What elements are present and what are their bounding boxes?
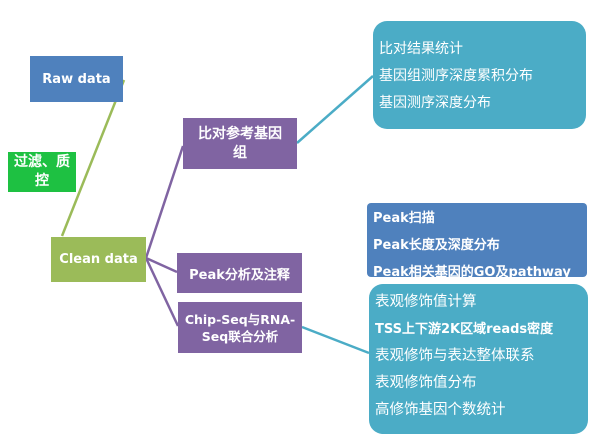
raw-data-label: Raw data xyxy=(42,71,111,87)
alignment-result-item: 基因测序深度分布 xyxy=(379,95,491,111)
reference-alignment-label-1: 比对参考基因 xyxy=(198,125,282,142)
raw-data-node: Raw data xyxy=(30,56,123,102)
peak-result-item: Peak长度及深度分布 xyxy=(373,238,500,253)
filter-qc-node: 过滤、质 控 xyxy=(8,152,76,192)
connector-chip-results xyxy=(301,325,370,355)
connector-clean-chip xyxy=(144,257,180,327)
filter-qc-label-2: 控 xyxy=(35,173,49,189)
chip-rna-label-1: Chip-Seq与RNA- xyxy=(184,311,296,327)
chip-rna-integration-node: Chip-Seq与RNA- Seq联合分析 xyxy=(178,302,302,353)
reference-alignment-node: 比对参考基因 组 xyxy=(183,118,297,169)
peak-analysis-node: Peak分析及注释 xyxy=(177,253,302,293)
alignment-results-box: 比对结果统计 基因组测序深度累积分布 基因测序深度分布 xyxy=(373,21,586,129)
integration-result-item: 表观修饰值计算 xyxy=(375,294,477,310)
peak-result-item: Peak扫描 xyxy=(373,211,435,226)
integration-result-item: TSS上下游2K区域reads密度 xyxy=(375,322,554,337)
peak-analysis-label: Peak分析及注释 xyxy=(189,267,290,283)
connector-ref-results xyxy=(296,75,374,144)
clean-data-label: Clean data xyxy=(59,252,138,267)
clean-data-node: Clean data xyxy=(51,237,146,282)
reference-alignment-label-2: 组 xyxy=(233,144,247,161)
peak-results-box: Peak扫描 Peak长度及深度分布 Peak相关基因的GO及pathway xyxy=(367,203,587,277)
chip-rna-label-2: Seq联合分析 xyxy=(201,328,279,344)
integration-result-item: 高修饰基因个数统计 xyxy=(375,402,506,418)
peak-result-item: Peak相关基因的GO及pathway xyxy=(373,265,571,277)
filter-qc-label-1: 过滤、质 xyxy=(14,154,70,170)
connector-raw-clean xyxy=(60,79,126,237)
integration-result-item: 表观修饰与表达整体联系 xyxy=(375,348,535,364)
integration-result-item: 表观修饰值分布 xyxy=(375,375,477,391)
connector-clean-peak xyxy=(145,256,178,274)
alignment-result-item: 比对结果统计 xyxy=(379,41,463,57)
connector-clean-ref xyxy=(144,145,185,259)
alignment-result-item: 基因组测序深度累积分布 xyxy=(379,68,533,84)
integration-results-box: 表观修饰值计算 TSS上下游2K区域reads密度 表观修饰与表达整体联系 表观… xyxy=(369,284,588,434)
